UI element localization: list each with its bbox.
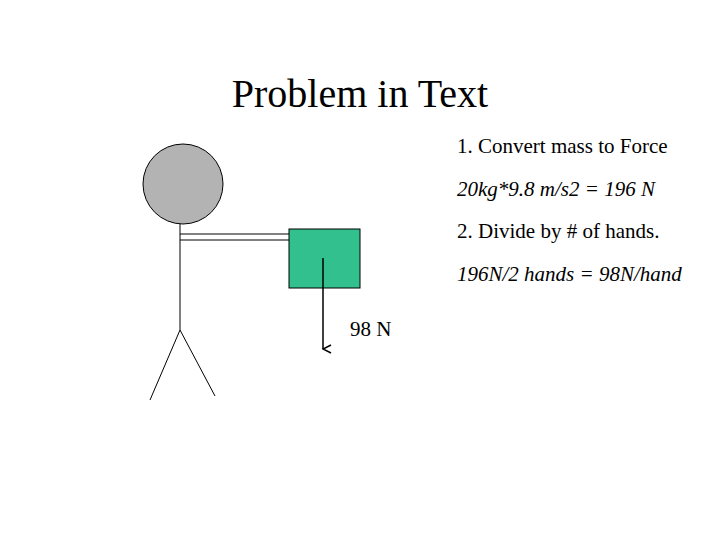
right-leg — [180, 330, 215, 396]
slide-title: Problem in Text — [232, 70, 488, 118]
calculation-text: 20kg*9.8 m/s2 = 196 N — [457, 177, 655, 202]
step-text: 2. Divide by # of hands. — [457, 219, 659, 244]
left-leg — [150, 330, 180, 400]
arm-line — [180, 240, 290, 241]
force-label: 98 N — [350, 317, 391, 342]
calculation-text: 196N/2 hands = 98N/hand — [457, 262, 682, 287]
step-text: 1. Convert mass to Force — [457, 134, 668, 159]
mass-box — [289, 229, 360, 288]
force-arrow — [322, 258, 324, 349]
head-circle — [143, 144, 223, 224]
arm-line — [180, 234, 290, 235]
